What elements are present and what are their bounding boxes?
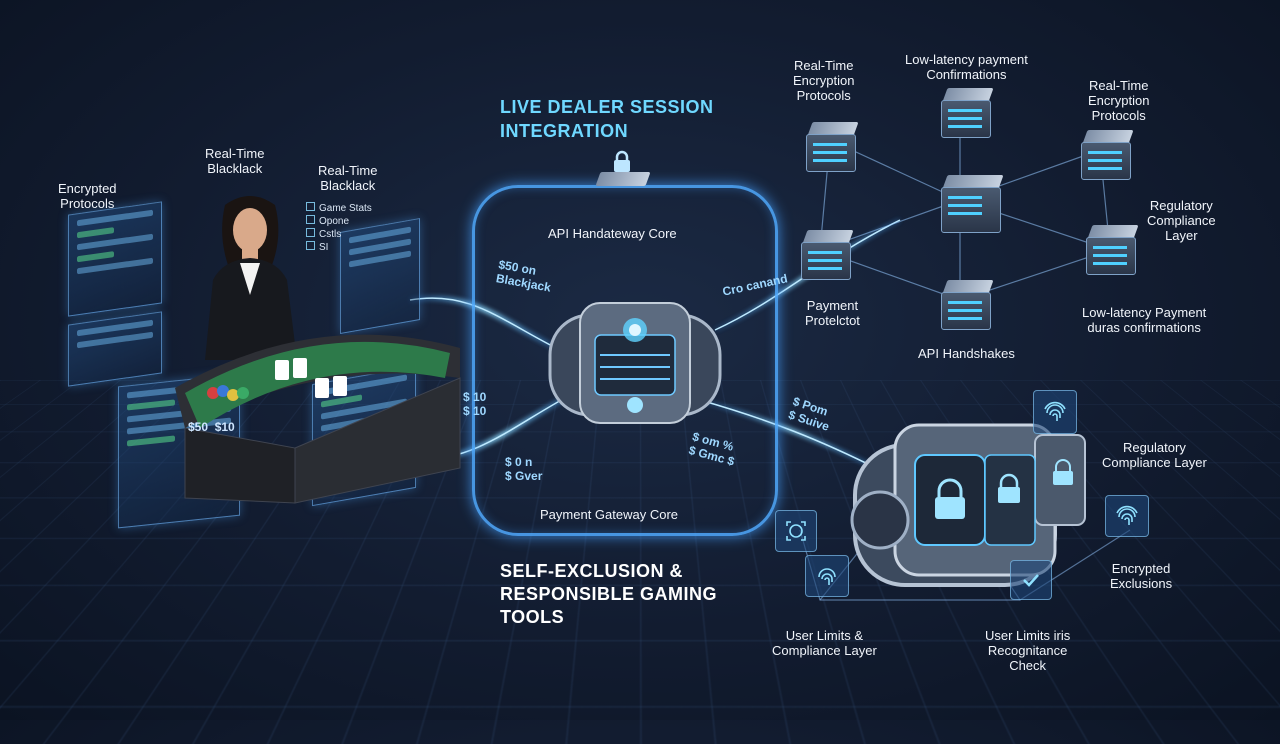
api-gateway-node [595,172,651,206]
fingerprint-icon [1033,390,1077,434]
left-stream-caption: $ 10 $ 10 [463,390,487,418]
left-screen-panel-1 [68,201,162,317]
fingerprint-exclusions-icon [1105,495,1149,537]
menu-item-game-stats[interactable]: Game Stats [306,202,372,215]
menu-item-opone[interactable]: Opone [306,215,372,228]
server-payment-protocol [801,230,854,280]
user-limits-label-2: User Limits iris Recognitance Check [985,628,1071,673]
self-exclusion-title: SELF-EXCLUSION & RESPONSIBLE GAMING TOOL… [500,561,718,627]
regulatory-compliance-bottom-label: Regulatory Compliance Layer [1102,440,1207,470]
rt-blackjack-label-2: Real-Time Blacklack [318,163,378,193]
api-handshakes-label: API Handshakes [918,346,1015,361]
encrypted-exclusions-label: Encrypted Exclusions [1110,561,1173,591]
server-rt-encryption-1 [806,122,859,172]
central-capsule [540,285,730,435]
blackjack-table [165,318,465,508]
low-latency-right-label: Low-latency Payment duras confirmations [1082,305,1207,335]
rt-encryption-label-1: Real-Time Encryption Protocols [793,58,855,103]
dealer-figure [185,185,315,360]
security-vault [835,395,1095,595]
live-dealer-title: LIVE DEALER SESSION INTEGRATION [500,97,714,141]
payment-protocol-label: Payment Protelctot [805,298,860,328]
table-cards-caption: $50 $10 [188,420,235,434]
user-limits-label-1: User Limits & Compliance Layer [772,628,877,658]
server-rt-encryption-2 [1081,130,1134,180]
bottom-stream-caption: $ 0 n $ Gver [505,455,543,483]
menu-item-si[interactable]: SI [306,241,372,254]
rt-encryption-label-2: Real-Time Encryption Protocols [1088,78,1150,123]
scan-icon [775,510,817,552]
lock-icon [612,150,632,174]
gateway-ring [472,185,778,536]
rt-blackjack-label-1: Real-Time Blacklack [205,146,265,176]
server-regulatory-compliance [1086,225,1139,275]
menu-item-cstls[interactable]: Cstls [306,228,372,241]
check-icon [1010,560,1052,600]
server-central-hub [941,175,1004,235]
payment-gateway-core-label: Payment Gateway Core [540,507,679,522]
game-menu: Game Stats Opone Cstls SI [306,202,372,254]
fingerprint-user-limits-icon [805,555,849,597]
server-api-handshakes [941,280,994,330]
api-gateway-core-label: API Handateway Core [548,226,677,241]
encrypted-protocols-label: Encrypted Protocols [58,181,117,211]
left-screen-panel-2 [68,311,162,387]
low-latency-top-label: Low-latency payment Confirmations [905,52,1028,82]
regulatory-compliance-right-label: Regulatory Compliance Layer [1147,198,1216,243]
server-low-latency-top [941,88,994,138]
